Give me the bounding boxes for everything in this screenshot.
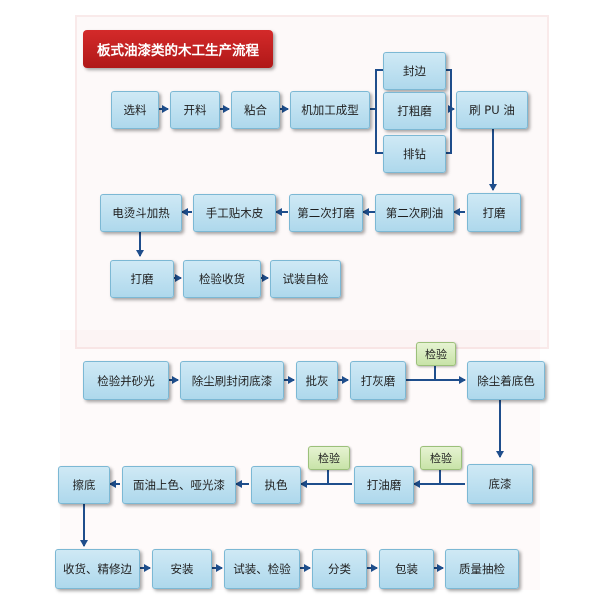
check-badge-3: 检验	[420, 446, 462, 470]
step-glue: 粘合	[231, 91, 280, 129]
step-top-coat: 面油上色、哑光漆	[122, 466, 236, 504]
step-inspect-receive: 检验收货	[183, 260, 261, 298]
step-sand-oil: 打油磨	[354, 466, 414, 504]
step-rough-sand: 打粗磨	[383, 92, 446, 130]
step-dust-base-color: 除尘着底色	[467, 361, 545, 400]
step-drill: 排钻	[383, 135, 446, 173]
step-cut: 开料	[170, 91, 220, 129]
step-primer: 底漆	[467, 464, 533, 504]
step-sand: 打磨	[467, 193, 521, 232]
check-badge-1: 检验	[416, 342, 456, 366]
step-touch-color: 执色	[251, 466, 301, 504]
step-install: 安装	[152, 549, 212, 589]
watermark-panel-top	[75, 15, 549, 349]
step-veneer: 手工贴木皮	[193, 194, 276, 232]
step-hot-press: 电烫斗加热	[100, 194, 182, 232]
diagram-title: 板式油漆类的木工生产流程	[83, 30, 273, 68]
step-machining: 机加工成型	[290, 91, 370, 129]
step-trial-check: 试装自检	[270, 260, 341, 298]
step-putty: 批灰	[296, 361, 338, 400]
step-receive-trim: 收货、精修边	[55, 549, 140, 589]
check-badge-2: 检验	[308, 446, 350, 470]
step-pack: 包装	[379, 549, 434, 589]
step-select-material: 选料	[111, 91, 159, 129]
step-second-oil: 第二次刷油	[375, 194, 454, 232]
step-dust-seal-primer: 除尘刷封闭底漆	[180, 361, 284, 400]
step-classify: 分类	[312, 549, 367, 589]
step-sand-2: 打磨	[110, 260, 174, 298]
step-quality-check: 质量抽检	[445, 549, 519, 589]
step-seal-edge: 封边	[383, 52, 446, 90]
step-trial-inspect: 试装、检验	[224, 549, 300, 589]
step-pu-oil: 刷 PU 油	[456, 91, 528, 129]
step-inspect-polish: 检验并砂光	[83, 361, 169, 400]
step-sand-putty: 打灰磨	[350, 361, 406, 400]
step-wipe-base: 擦底	[58, 466, 110, 504]
step-second-sand: 第二次打磨	[289, 194, 363, 232]
